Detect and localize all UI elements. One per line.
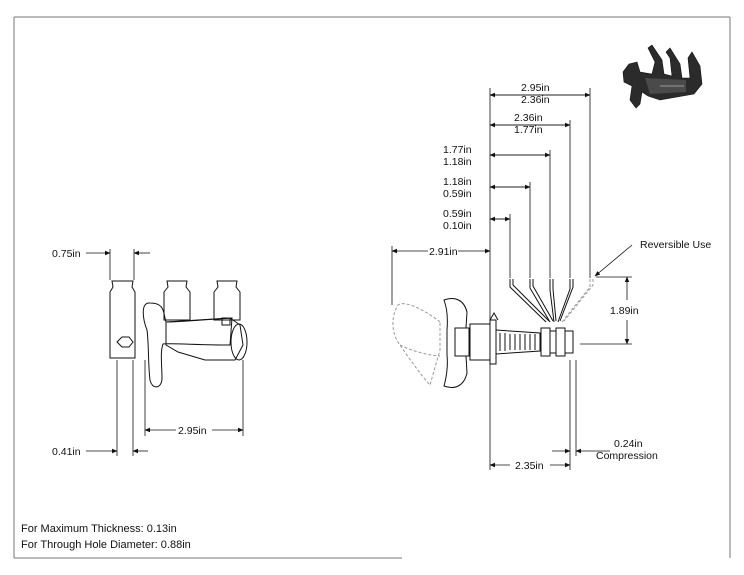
dim-left-top-width: 0.75in [52,248,81,260]
dim-height: 1.89in [610,305,639,317]
right-view-latch [443,298,574,388]
dim-right-4-min: 0.59in [443,188,472,200]
dim-right-2-max: 2.36in [514,112,543,124]
left-dimension-lines [86,249,244,456]
dim-right-3-max: 1.77in [443,144,472,156]
dim-left-bottom-width: 0.41in [52,446,81,458]
dim-left-length: 2.95in [178,425,207,437]
dim-right-5-min: 0.10in [443,220,472,232]
dim-bottom-length: 2.35in [515,460,544,472]
dim-right-top-max: 2.95in [521,82,550,94]
dim-right-4-max: 1.18in [443,176,472,188]
dim-compression-value: 0.24in [614,438,643,450]
reversible-use-label: Reversible Use [640,239,711,251]
dim-right-2-min: 1.77in [514,124,543,136]
dim-compression-label: Compression [596,450,658,462]
dim-right-3-min: 1.18in [443,156,472,168]
right-view-ghost-handle [392,303,441,386]
sheet-border [13,16,731,559]
right-view-bracket-fingers [509,279,594,323]
dim-right-5-max: 0.59in [443,208,472,220]
dim-right-top-min: 2.36in [521,94,550,106]
left-view-latch [109,280,248,388]
right-dimension-lines [391,88,633,470]
note-hole-diameter: For Through Hole Diameter: 0.88in [21,539,191,551]
dim-handle-length: 2.91in [429,246,458,258]
note-max-thickness: For Maximum Thickness: 0.13in [21,523,177,535]
thumbnail-3d-render [622,44,703,109]
notes-block: For Maximum Thickness: 0.13in For Throug… [21,521,191,553]
